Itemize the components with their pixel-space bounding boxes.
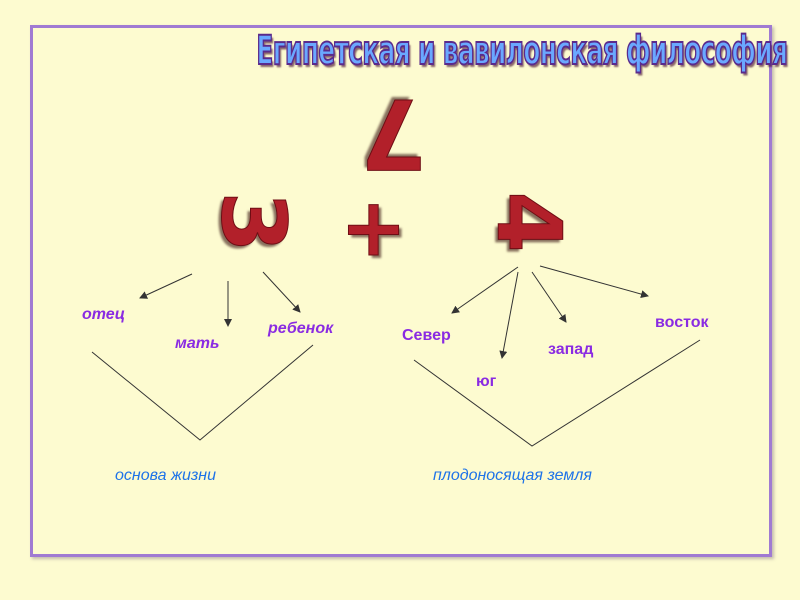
result-four: плодоносящая земля	[433, 467, 592, 484]
arrow-to-otec	[139, 273, 193, 299]
slide-title: Египетская и вавилонская философия	[256, 27, 789, 75]
arrow-to-rebenok	[262, 271, 301, 313]
bracket-three	[91, 344, 314, 441]
label-rebenok: ребенок	[268, 320, 334, 337]
result-three: основа жизни	[115, 467, 216, 484]
number-four: 4	[477, 191, 581, 253]
label-sever: Север	[402, 327, 451, 344]
label-mat: мать	[175, 335, 220, 352]
label-vostok: восток	[655, 314, 709, 331]
arrow-to-vostok	[539, 265, 649, 298]
plus-sign: +	[339, 181, 408, 274]
label-zapad: запад	[548, 341, 594, 358]
arrow-to-yug	[499, 271, 519, 359]
bracket-four	[413, 339, 701, 447]
number-three: 3	[201, 191, 305, 253]
label-otec: отец	[82, 306, 126, 323]
arrow-to-sever	[451, 266, 519, 314]
arrow-to-zapad	[531, 271, 567, 323]
number-seven: 7	[360, 77, 428, 190]
label-yug: юг	[476, 373, 497, 390]
